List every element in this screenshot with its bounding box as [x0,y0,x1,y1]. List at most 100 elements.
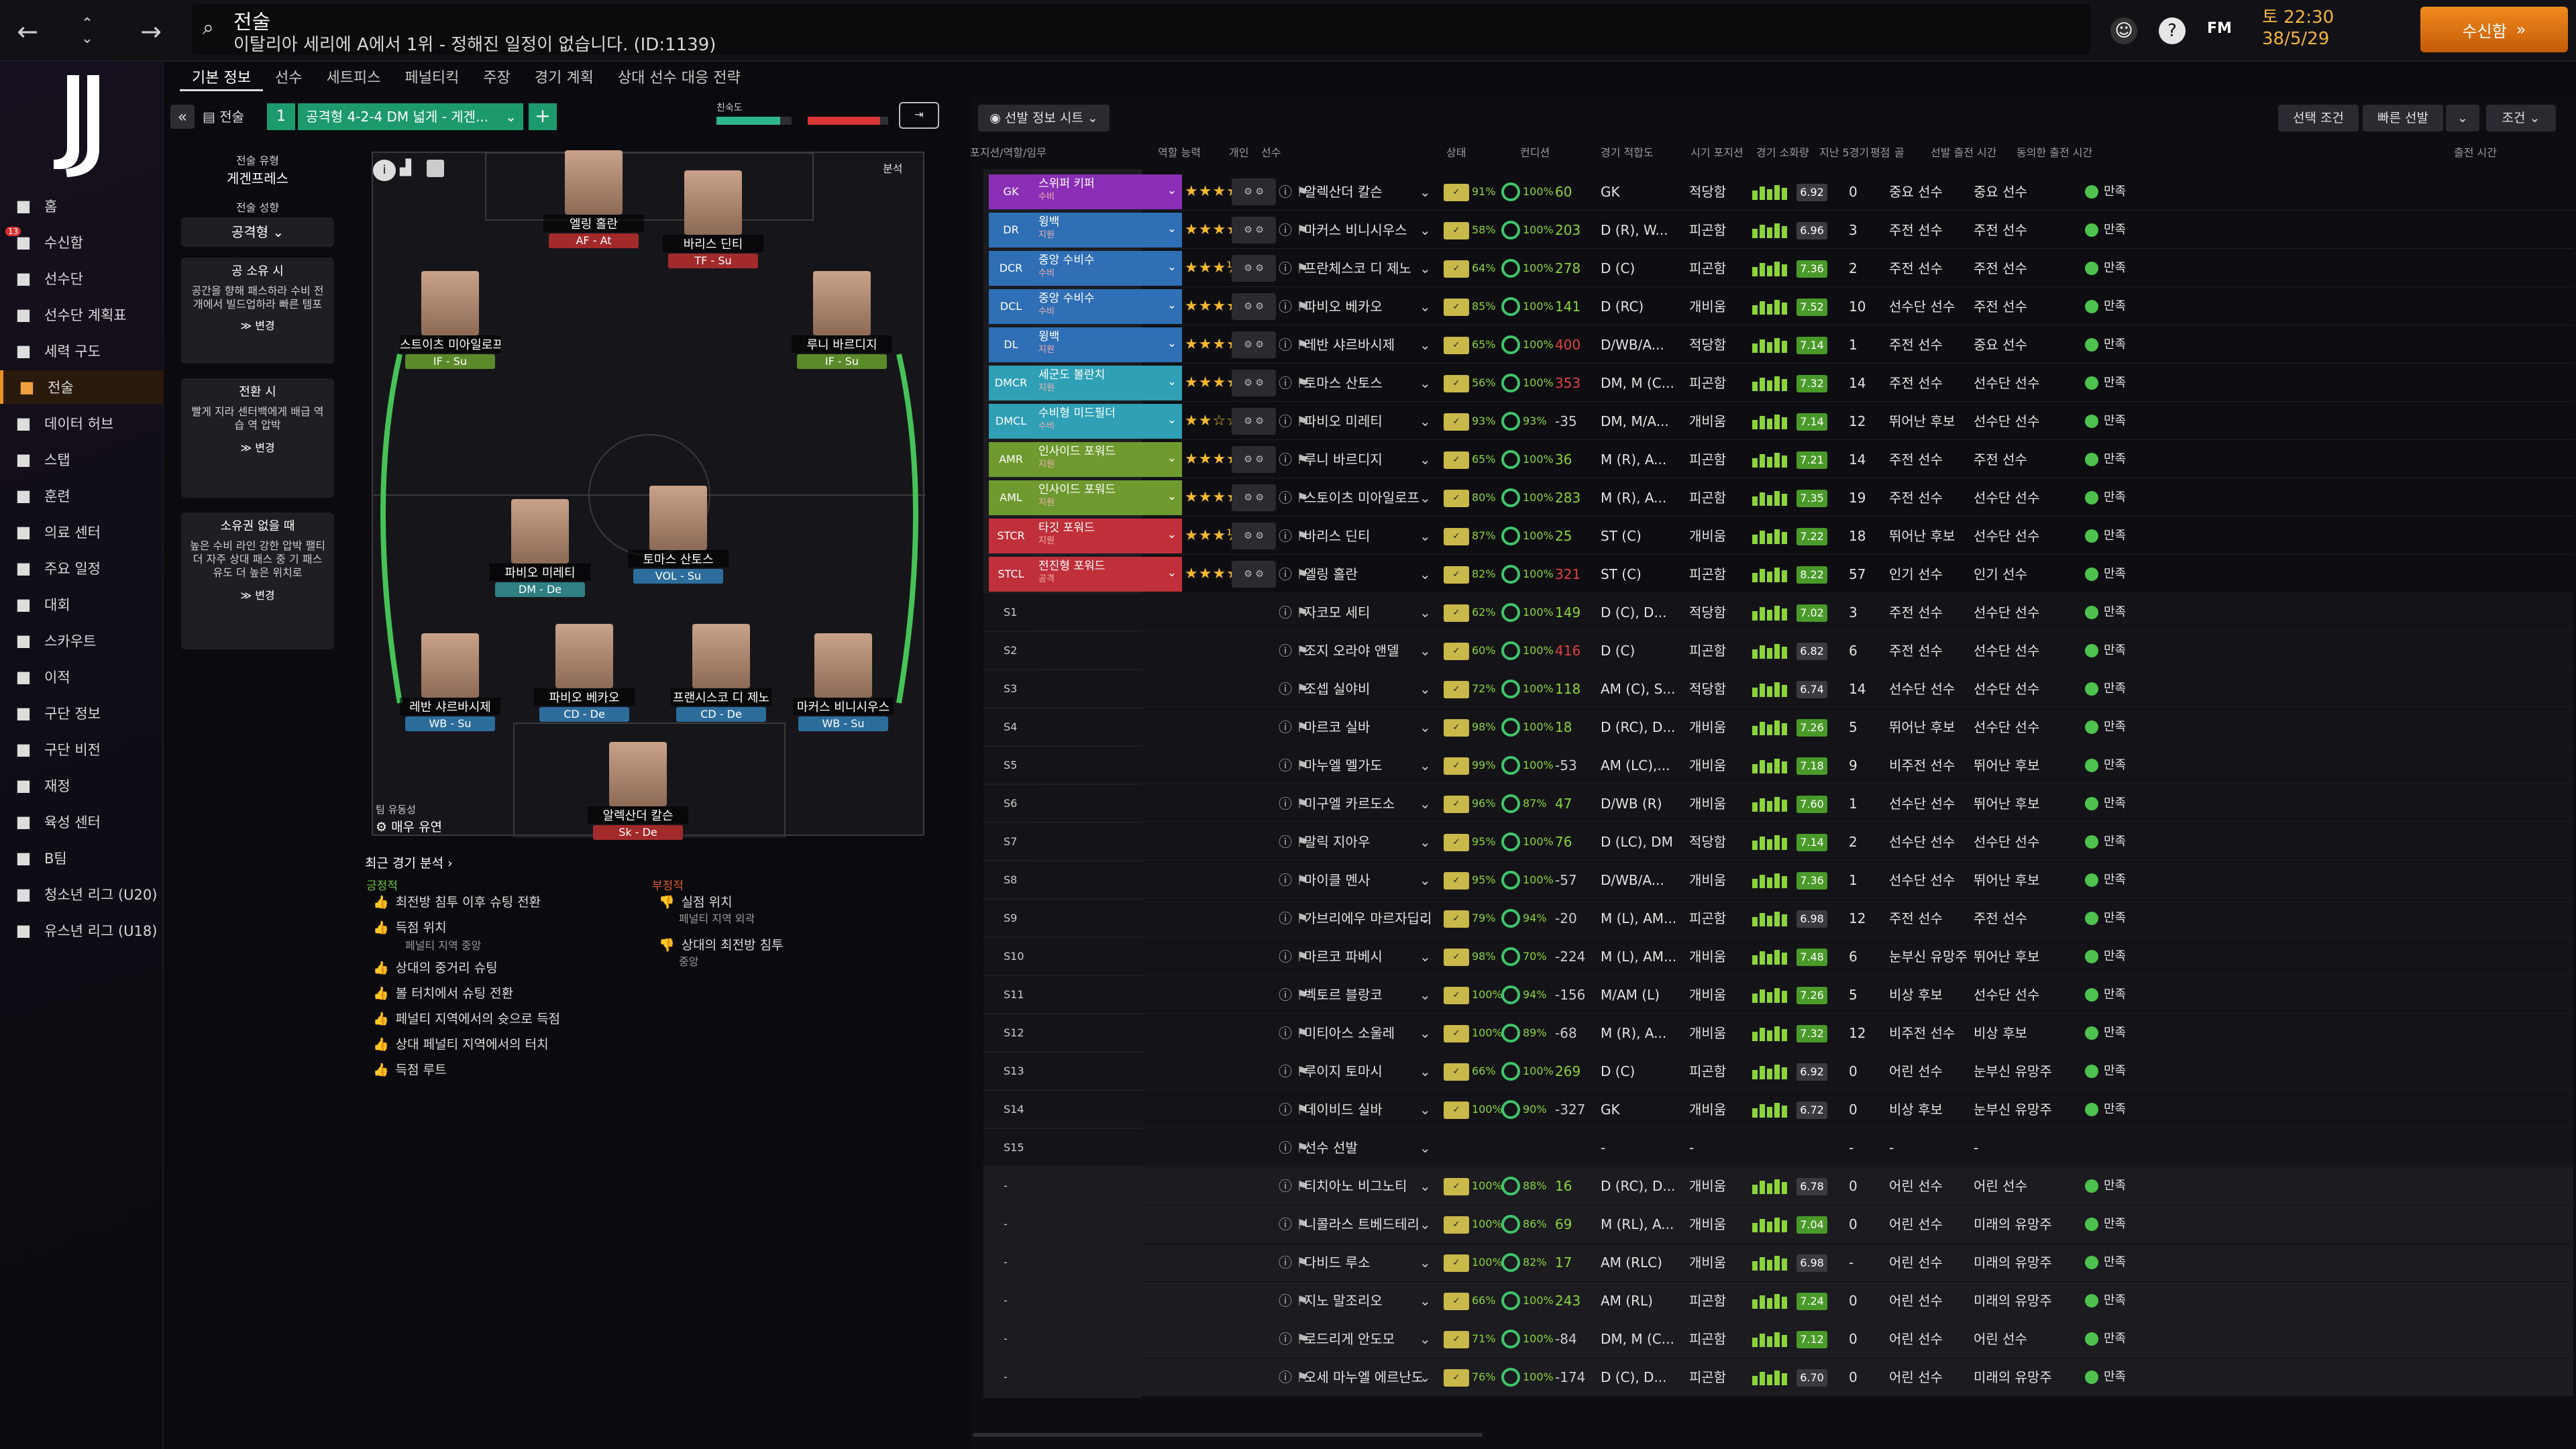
sidebar-item-16[interactable]: ■재정 [0,769,164,802]
player-name[interactable]: 루이지 토마시 [1304,1063,1383,1079]
instructions-icon[interactable]: ⚙ ⚙ [1232,370,1276,396]
quick-pick-chevron-icon[interactable]: ⌄ [2446,105,2479,131]
column-header[interactable]: 컨디션 [1520,146,1550,159]
position-cell[interactable]: DCR [989,251,1033,286]
chevron-down-icon[interactable]: ⌄ [1419,1216,1431,1232]
column-header[interactable]: 경기 적합도 [1601,146,1654,159]
player-name[interactable]: 엘링 홀란 [1304,566,1358,582]
player-name[interactable]: 알렉산더 칼슨 [1304,184,1383,200]
filter-dropdown[interactable]: 조건 ⌄ [2486,105,2556,131]
sidebar-item-2[interactable]: ■선수단 [0,262,164,295]
chevron-down-icon[interactable]: ⌄ [1419,1331,1431,1347]
chevron-down-icon[interactable]: ⌄ [1419,566,1431,582]
mentality-dropdown[interactable]: 공격형 ⌄ [181,217,334,247]
sidebar-item-13[interactable]: ■이적 [0,660,164,694]
chevron-down-icon[interactable]: ⌄ [1419,719,1431,735]
position-cell[interactable]: AMR [989,442,1033,477]
tab-3[interactable]: 페널티킥 [405,70,460,87]
chevron-down-icon[interactable]: ⌄ [1419,1369,1431,1385]
chevron-down-icon[interactable]: ⌄ [1419,643,1431,659]
player-name[interactable]: 티치아노 비그노티 [1304,1178,1407,1194]
player-role-badge[interactable]: CD - De [676,707,766,722]
column-header[interactable]: 개인 [1229,146,1249,159]
change-button[interactable]: ≫ 변경 [240,441,275,454]
quick-pick-button[interactable]: 빠른 선발 [2363,105,2443,131]
player-role-badge[interactable]: AF - At [549,233,639,248]
chevron-down-icon[interactable]: ⌄ [1419,949,1431,965]
player-role-badge[interactable]: IF - Su [405,354,495,369]
instructions-icon[interactable]: ⚙ ⚙ [1232,331,1276,358]
collapse-icon[interactable]: « [170,105,195,129]
player-name[interactable]: 조셉 실야비 [1304,681,1371,697]
player-name[interactable]: 데이비드 실바 [1304,1102,1383,1118]
player-name[interactable]: 마르코 실바 [1304,719,1371,735]
player-name[interactable]: 벡토르 블랑코 [1304,987,1383,1003]
player-name[interactable]: 스토이츠 미아일로프 [1304,490,1419,506]
sidebar-item-9[interactable]: ■의료 센터 [0,515,164,549]
bar-chart-icon[interactable]: ▟ [400,160,411,176]
chevron-down-icon[interactable]: ⌄ [1419,604,1431,621]
player-name[interactable]: 조지 오라야 앤델 [1304,643,1399,659]
sidebar-item-17[interactable]: ■육성 센터 [0,805,164,839]
column-header[interactable]: 지난 5경기 [1819,146,1870,159]
column-header[interactable]: 역할 능력 [1158,146,1201,159]
column-header[interactable]: 출전 시간 [2454,146,2497,159]
player-name[interactable]: 파비오 미레티 [1304,413,1383,429]
help-icon[interactable]: ? [2159,17,2186,44]
player-name[interactable]: 프란체스코 디 제노 [1304,260,1411,276]
instructions-icon[interactable]: ⚙ ⚙ [1232,561,1276,588]
add-tactic-button[interactable]: + [529,103,557,130]
transition-card[interactable]: 전환 시 빨게 지라 센터백에게 배급 역습 역 압박 ≫ 변경 [181,378,334,498]
recent-analysis-title[interactable]: 최근 경기 분석 › [365,856,453,871]
player-name[interactable]: 루니 바르디지 [1304,451,1383,468]
in-possession-card[interactable]: 공 소유 시 공간을 향해 패스하라 수비 전개에서 빌드업하라 빠른 템포 ≫… [181,258,334,364]
player-name[interactable]: 가브리에우 마르자딥리 [1304,910,1432,926]
player-name[interactable]: 파비오 베카오 [1304,299,1383,315]
player-name[interactable]: 미구엘 카르도소 [1304,796,1395,812]
info-icon[interactable]: i [373,160,396,181]
column-header[interactable]: 선수 [1261,146,1281,159]
forward-arrow-icon[interactable]: → [140,17,162,46]
chevron-down-icon[interactable]: ⌄ [1419,1063,1431,1079]
sidebar-item-11[interactable]: ■대회 [0,588,164,621]
player-role-badge[interactable]: CD - De [539,707,629,722]
tactic-style-card[interactable]: 전술 유형 게겐프레스 [181,152,334,189]
position-cell[interactable]: DR [989,213,1033,248]
player-role-badge[interactable]: TF - Su [668,254,758,268]
position-cell[interactable]: STCR [989,519,1033,553]
position-cell[interactable]: DMCL [989,404,1033,439]
player-name[interactable]: 지노 말조리오 [1304,1293,1383,1309]
search-bar[interactable]: ⌕ 전술 이탈리아 세리에 A에서 1위 - 정해진 일정이 없습니다. (ID… [192,4,2090,55]
player-role-badge[interactable]: IF - Su [797,354,887,369]
instructions-icon[interactable]: ⚙ ⚙ [1232,484,1276,511]
player-name[interactable]: 미티아스 소울레 [1304,1025,1395,1041]
tab-5[interactable]: 경기 계획 [534,70,594,87]
chevron-down-icon[interactable]: ⌄ [1419,681,1431,697]
player-name[interactable]: 바리스 딘티 [1304,528,1371,544]
player-name[interactable]: 마이클 멘사 [1304,872,1371,888]
player-name[interactable]: 마커스 비니시우스 [1304,222,1407,238]
chevron-down-icon[interactable]: ⌄ [1419,872,1431,888]
